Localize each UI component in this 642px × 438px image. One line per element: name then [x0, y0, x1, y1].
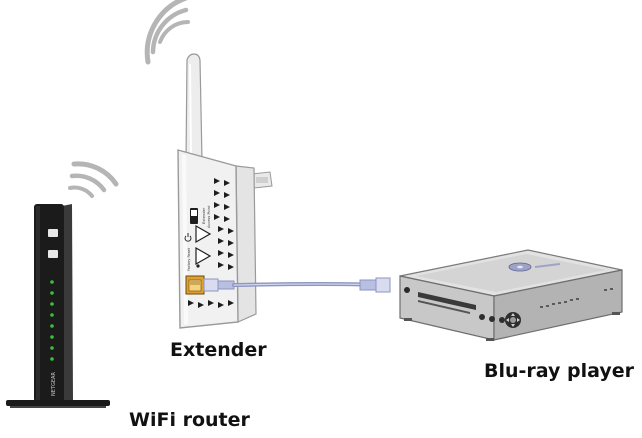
extender-label: Extender — [170, 339, 267, 361]
bluray-player-label: Blu-ray player — [484, 360, 635, 382]
extender-wifi-signal-icon — [144, 0, 190, 65]
router-stand — [6, 400, 110, 406]
player-side-vents — [540, 288, 613, 308]
extender-switch-label-top: Extender — [202, 207, 206, 224]
extender-switch-label-bottom: Access Point — [207, 205, 211, 228]
wifi-router: NETGEAR — [6, 161, 119, 408]
extender-vents — [188, 178, 234, 308]
extender-reset-label: Factory Reset — [187, 247, 191, 271]
reset-button — [196, 264, 200, 268]
bluray-disc-logo-icon — [508, 262, 561, 272]
player-navigation-pad-icon — [505, 312, 521, 328]
player-disc-tray — [418, 292, 476, 310]
power-icon — [184, 233, 192, 242]
player-power-button — [404, 287, 410, 293]
router-status-leds — [50, 280, 54, 361]
player-control-buttons — [479, 314, 505, 323]
ethernet-cable — [203, 277, 391, 293]
extender-signal-indicators — [195, 224, 212, 266]
wifi-router-label: WiFi router — [129, 409, 250, 431]
router-brand-label: NETGEAR — [51, 372, 57, 396]
router-wifi-signal-icon — [68, 161, 119, 198]
extender-antenna — [185, 53, 203, 161]
bluray-player — [399, 249, 623, 341]
